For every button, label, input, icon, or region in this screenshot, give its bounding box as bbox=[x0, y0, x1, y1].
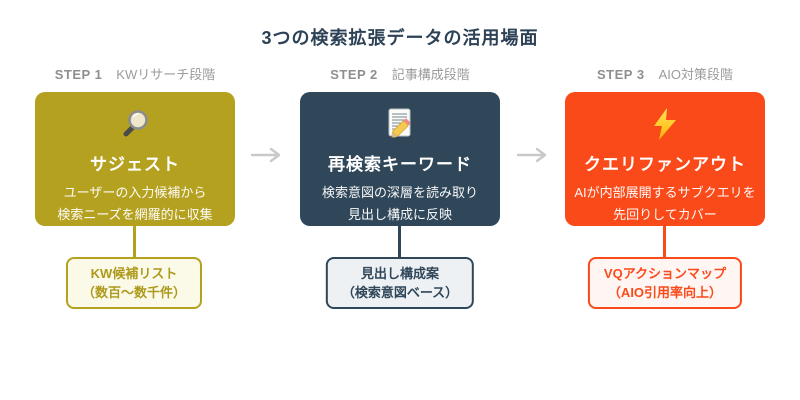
step3-header: STEP 3 AIO対策段階 bbox=[565, 64, 765, 83]
memo-pencil-icon bbox=[384, 107, 416, 141]
card-research-keyword-body: 検索意図の深層を読み取り 見出し構成に反映 bbox=[322, 182, 478, 226]
output-vq-action-map-line1: VQアクションマップ bbox=[603, 266, 727, 281]
output-vq-action-map-line2: （AIO引用率向上） bbox=[607, 285, 723, 300]
connector-step2 bbox=[398, 226, 401, 257]
connector-step1 bbox=[133, 226, 136, 257]
card-query-fanout-body: AIが内部展開するサブクエリを 先回りしてカバー bbox=[574, 182, 755, 226]
card-suggest-body: ユーザーの入力候補から 検索ニーズを網羅的に収集 bbox=[57, 182, 212, 226]
output-box-vq-action-map: VQアクションマップ （AIO引用率向上） bbox=[587, 257, 743, 309]
output-box-kw-list: KW候補リスト （数百〜数千件） bbox=[65, 257, 203, 309]
card-query-fanout: クエリファンアウト AIが内部展開するサブクエリを 先回りしてカバー bbox=[565, 92, 765, 226]
flow-arrow-2 bbox=[516, 147, 547, 163]
card-research-keyword-title: 再検索キーワード bbox=[328, 155, 472, 174]
card-research-keyword-body-line1: 検索意図の深層を読み取り bbox=[321, 185, 478, 200]
step2-header: STEP 2 記事構成段階 bbox=[300, 64, 500, 83]
step1-stage: KWリサーチ段階 bbox=[116, 67, 216, 82]
step1-header: STEP 1 KWリサーチ段階 bbox=[35, 64, 235, 83]
output-kw-list-line2: （数百〜数千件） bbox=[81, 285, 187, 300]
step1-number: STEP 1 bbox=[54, 67, 103, 82]
card-suggest-title: サジェスト bbox=[90, 155, 180, 174]
lightning-bolt-icon bbox=[651, 107, 679, 141]
magnifier-icon bbox=[119, 107, 151, 141]
card-research-keyword: 再検索キーワード 検索意図の深層を読み取り 見出し構成に反映 bbox=[300, 92, 500, 226]
page-title: 3つの検索拡張データの活用場面 bbox=[261, 28, 539, 48]
card-suggest: サジェスト ユーザーの入力候補から 検索ニーズを網羅的に収集 bbox=[35, 92, 235, 226]
card-query-fanout-title: クエリファンアウト bbox=[584, 155, 746, 174]
step3-number: STEP 3 bbox=[597, 67, 645, 82]
output-heading-plan-line1: 見出し構成案 bbox=[360, 266, 440, 281]
card-suggest-body-line2: 検索ニーズを網羅的に収集 bbox=[57, 207, 213, 222]
connector-step3 bbox=[663, 226, 666, 257]
step2-stage: 記事構成段階 bbox=[391, 67, 470, 82]
step2-number: STEP 2 bbox=[330, 67, 378, 82]
card-query-fanout-body-line1: AIが内部展開するサブクエリを bbox=[574, 185, 756, 200]
card-suggest-body-line1: ユーザーの入力候補から bbox=[63, 185, 207, 200]
flow-arrow-1 bbox=[250, 147, 281, 163]
card-query-fanout-body-line2: 先回りしてカバー bbox=[613, 207, 717, 222]
output-box-heading-plan: 見出し構成案 （検索意図ベース） bbox=[325, 257, 475, 309]
card-research-keyword-body-line2: 見出し構成に反映 bbox=[347, 207, 452, 222]
output-kw-list-line1: KW候補リスト bbox=[90, 266, 178, 281]
output-heading-plan-line2: （検索意図ベース） bbox=[341, 285, 459, 300]
step3-stage: AIO対策段階 bbox=[658, 67, 733, 82]
